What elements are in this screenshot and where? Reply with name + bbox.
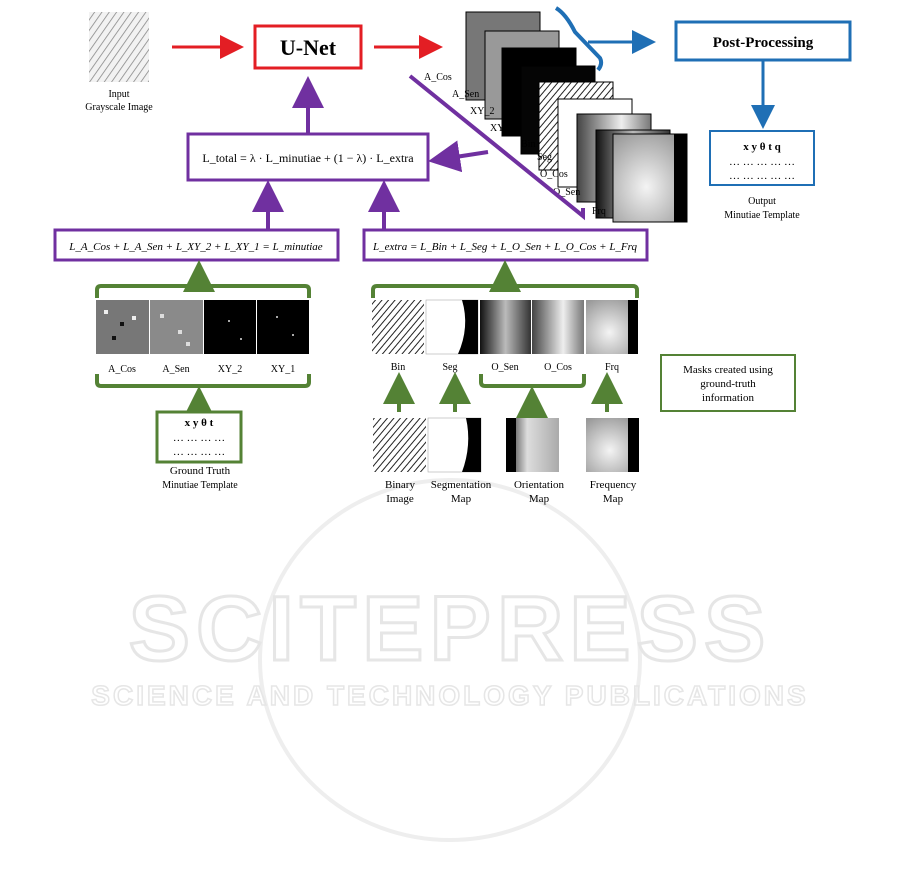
mask-label-xy-2: XY_2 xyxy=(218,364,242,375)
watermark-subtitle: SCIENCE AND TECHNOLOGY PUBLICATIONS xyxy=(91,680,808,711)
stack-label-o-sen: O_Sen xyxy=(553,187,580,198)
watermark: SCITEPRESS SCIENCE AND TECHNOLOGY PUBLIC… xyxy=(91,478,808,842)
stack-label-xy-1: XY_1 xyxy=(490,123,514,134)
total-loss-box xyxy=(186,132,430,182)
minutiae-mask-images xyxy=(96,300,309,354)
mask-label-seg: Seg xyxy=(443,362,458,373)
stack-label-seg: Seg xyxy=(537,152,552,163)
extra-loss-formula: L_extra = L_Bin + L_Seg + L_O_Sen + L_O_… xyxy=(372,241,638,253)
mask-label-bin: Bin xyxy=(391,362,405,373)
minutiae-loss-formula: L_A_Cos + L_A_Sen + L_XY_2 + L_XY_1 = L_… xyxy=(68,241,323,253)
unet-box xyxy=(253,24,363,70)
ground-truth-sublabel: Minutiae Template xyxy=(162,480,238,491)
minutiae-masks-bottom-bracket xyxy=(95,374,311,388)
input-label: Input xyxy=(108,89,129,100)
output-template-row1: … … … … … xyxy=(729,156,795,168)
stack-label-a-sen: A_Sen xyxy=(452,89,479,100)
stack-label-frq: Frq xyxy=(592,206,606,217)
mask-label-xy-1: XY_1 xyxy=(271,364,295,375)
source-frequency-sublabel: Map xyxy=(603,493,624,505)
note-line3: information xyxy=(702,392,754,404)
purple-stack-bracket xyxy=(408,74,585,221)
source-binary-sublabel: Image xyxy=(386,493,414,505)
total-loss-formula: L_total = λ · L_minutiae + (1 − λ) · L_e… xyxy=(202,151,414,165)
mask-label-a-sen: A_Sen xyxy=(162,364,189,375)
extra-masks-top-bracket xyxy=(371,284,639,298)
output-sublabel: Minutiae Template xyxy=(724,210,800,221)
source-map-images xyxy=(373,417,639,473)
source-frequency-label: Frequency xyxy=(590,479,637,491)
output-template-box xyxy=(709,130,815,186)
orientation-masks-bottom-bracket xyxy=(479,374,586,388)
source-orientation-sublabel: Map xyxy=(529,493,550,505)
source-segmentation-sublabel: Map xyxy=(451,493,472,505)
watermark-title: SCITEPRESS xyxy=(129,578,772,680)
mask-label-frq: Frq xyxy=(605,362,619,373)
ground-truth-label: Ground Truth xyxy=(170,465,231,477)
note-line1: Masks created using xyxy=(683,364,773,376)
post-processing-label: Post-Processing xyxy=(713,35,814,51)
output-template-row2: … … … … … xyxy=(729,170,795,182)
extra-loss-box xyxy=(362,228,649,262)
output-map-stack xyxy=(465,11,688,223)
stack-label-bin: Bin xyxy=(521,139,535,150)
ground-truth-template-box xyxy=(155,410,243,464)
ground-truth-row2: … … … … xyxy=(173,446,225,458)
output-label: Output xyxy=(748,196,776,207)
post-processing-box xyxy=(674,20,852,62)
note-box xyxy=(660,354,796,412)
arrow-stack-to-total-loss xyxy=(428,140,489,173)
stack-label-a-cos: A_Cos xyxy=(424,72,452,83)
stack-label-o-cos: O_Cos xyxy=(540,169,568,180)
ground-truth-row1: … … … … xyxy=(173,432,225,444)
mask-label-o-cos: O_Cos xyxy=(544,362,572,373)
ground-truth-header: x y θ t xyxy=(185,417,214,429)
minutiae-loss-box xyxy=(53,228,340,262)
unet-label: U-Net xyxy=(280,35,337,60)
mask-label-o-sen: O_Sen xyxy=(491,362,518,373)
minutiae-masks-top-bracket xyxy=(95,284,311,298)
input-sublabel: Grayscale Image xyxy=(85,102,153,113)
output-template-header: x y θ t q xyxy=(743,141,781,153)
extra-mask-images xyxy=(372,299,638,355)
input-fingerprint-image xyxy=(89,12,149,82)
stack-label-xy-2: XY_2 xyxy=(470,106,494,117)
source-segmentation-label: Segmentation xyxy=(431,479,492,491)
source-binary-label: Binary xyxy=(385,479,415,491)
mask-label-a-cos: A_Cos xyxy=(108,364,136,375)
minutiae-maps-bracket xyxy=(554,6,604,72)
note-line2: ground-truth xyxy=(700,378,756,390)
source-orientation-label: Orientation xyxy=(514,479,565,491)
